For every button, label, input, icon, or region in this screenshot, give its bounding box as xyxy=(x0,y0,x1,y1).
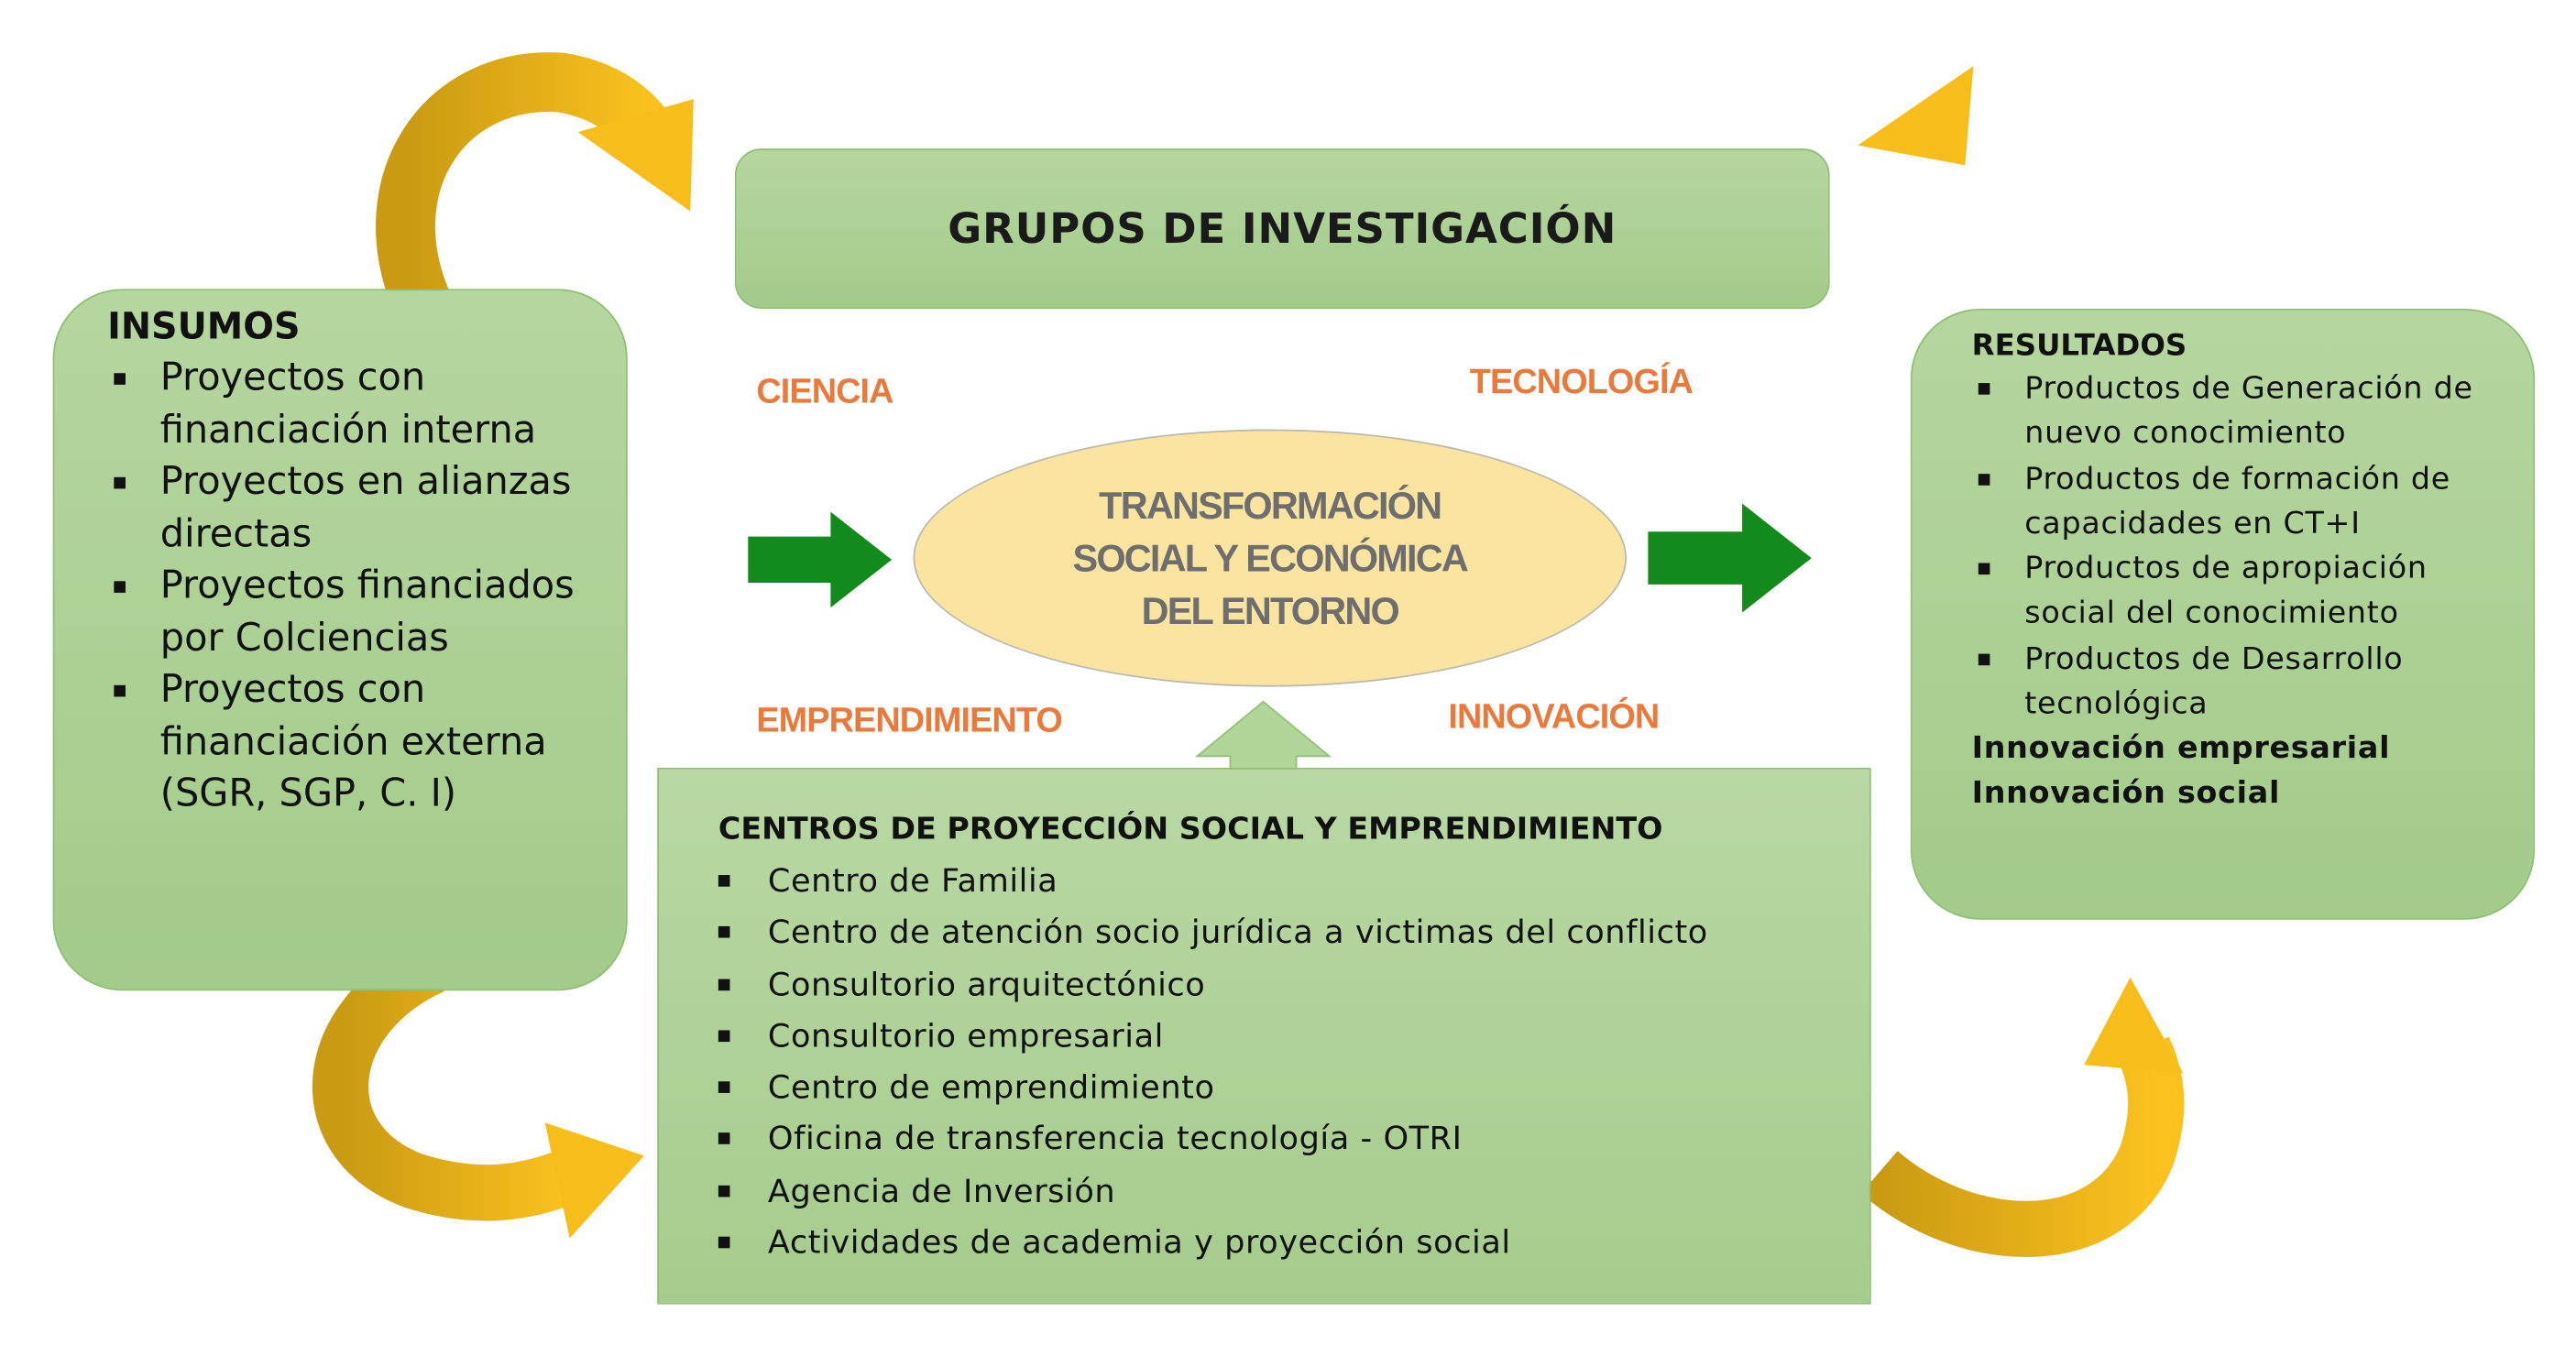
bullet-icon xyxy=(718,1081,730,1094)
bullet-icon xyxy=(114,581,126,593)
bullet-icon xyxy=(114,373,126,385)
resultados-box: RESULTADOS Productos de Generación de nu… xyxy=(1910,308,2536,920)
list-item: Proyectos financiados por Colciencias xyxy=(107,562,609,666)
label-emprendimiento: EMPRENDIMIENTO xyxy=(756,701,1063,740)
bullet-icon xyxy=(718,1236,730,1249)
up-arrow xyxy=(1194,700,1332,771)
list-item: Centro de emprendimiento xyxy=(718,1062,1853,1113)
list-item: Actividades de academia y proyección soc… xyxy=(718,1217,1853,1268)
green-arrow-left xyxy=(748,511,893,608)
list-item: Productos de Desarrollo tecnológica xyxy=(1972,637,2517,727)
bullet-icon xyxy=(1978,383,1990,395)
bullet-icon xyxy=(718,1133,730,1145)
list-item: Productos de apropiación social del cono… xyxy=(1972,547,2517,637)
list-item: Productos de Generación de nuevo conocim… xyxy=(1972,366,2517,456)
list-item: Agencia de Inversión xyxy=(718,1165,1853,1217)
centros-title: CENTROS DE PROYECCIÓN SOCIAL Y EMPRENDIM… xyxy=(718,812,1663,848)
bullet-icon xyxy=(114,476,126,489)
curved-arrow-insumos-to-centros xyxy=(312,940,644,1239)
list-item: Consultorio empresarial xyxy=(718,1011,1853,1062)
bullet-icon xyxy=(1978,473,1990,486)
label-ciencia: CIENCIA xyxy=(756,373,893,411)
label-tecnologia: TECNOLOGÍA xyxy=(1469,363,1694,401)
grupos-investigacion-box: GRUPOS DE INVESTIGACIÓN xyxy=(734,148,1830,309)
list-item: Productos de formación de capacidades en… xyxy=(1972,456,2517,546)
bullet-icon xyxy=(718,1185,730,1197)
list-item: Proyectos con financiación interna xyxy=(107,354,609,458)
curved-arrow-insumos-to-grupos xyxy=(376,52,694,312)
center-line: DEL ENTORNO xyxy=(1141,589,1400,633)
centros-box: CENTROS DE PROYECCIÓN SOCIAL Y EMPRENDIM… xyxy=(657,767,1871,1305)
curved-arrow-resultados-to-grupos xyxy=(1858,66,1974,166)
list-item: Proyectos con financiación externa (SGR,… xyxy=(107,665,609,821)
resultados-title: RESULTADOS xyxy=(1971,328,2187,364)
list-item: Centro de Familia xyxy=(718,855,1853,906)
curved-arrow-centros-to-resultados xyxy=(1860,977,2185,1257)
list-item: Consultorio arquitectónico xyxy=(718,958,1853,1010)
innovacion-empresarial: Innovación empresarial xyxy=(1971,731,2391,767)
green-arrow-right xyxy=(1648,503,1812,613)
list-item: Centro de atención socio jurídica a vict… xyxy=(718,907,1853,958)
label-innovacion: INNOVACIÓN xyxy=(1448,698,1660,737)
bullet-icon xyxy=(718,978,730,990)
bullet-icon xyxy=(718,926,730,939)
center-line: SOCIAL Y ECONÓMICA xyxy=(1072,536,1469,580)
insumos-title: INSUMOS xyxy=(107,307,301,349)
list-item: Oficina de transferencia tecnología - OT… xyxy=(718,1113,1853,1165)
bullet-icon xyxy=(718,1030,730,1042)
bullet-icon xyxy=(718,875,730,887)
bullet-icon xyxy=(1978,653,1990,665)
innovacion-social: Innovación social xyxy=(1971,776,2281,812)
bullet-icon xyxy=(1978,563,1990,575)
center-line: TRANSFORMACIÓN xyxy=(1099,483,1442,527)
bullet-icon xyxy=(114,684,126,697)
transformacion-ellipse: TRANSFORMACIÓN SOCIAL Y ECONÓMICA DEL EN… xyxy=(913,429,1627,687)
grupos-title: GRUPOS DE INVESTIGACIÓN xyxy=(948,204,1617,253)
list-item: Proyectos en alianzas directas xyxy=(107,457,609,562)
insumos-box: INSUMOS Proyectos con financiación inter… xyxy=(52,289,628,991)
